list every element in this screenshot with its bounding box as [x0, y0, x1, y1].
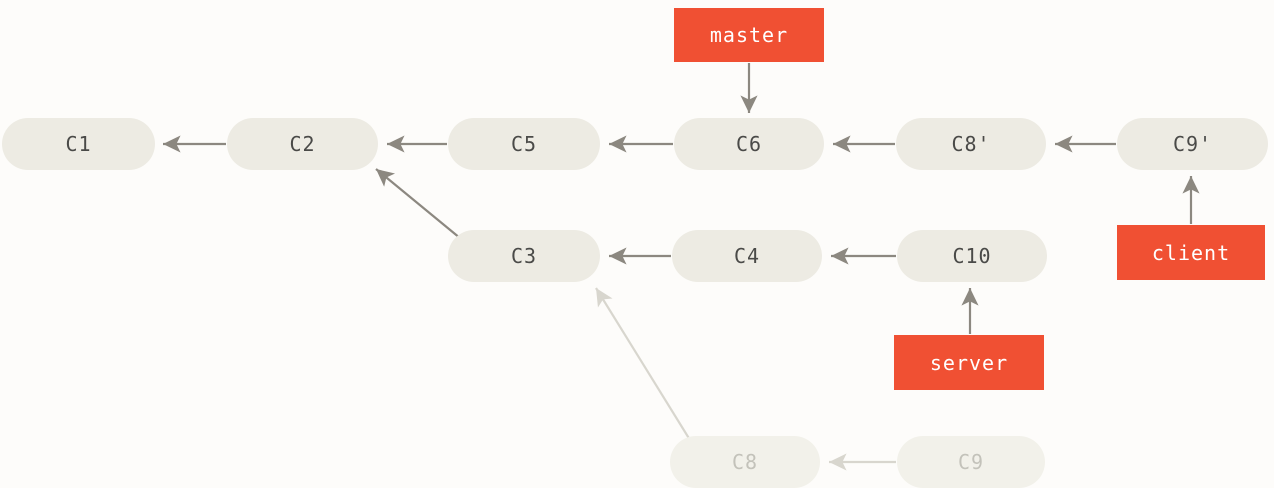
- commit-node-c5[interactable]: C5: [448, 118, 600, 170]
- branch-label-master[interactable]: master: [674, 8, 824, 62]
- commit-node-c2[interactable]: C2: [227, 118, 378, 170]
- commit-node-c9-prime[interactable]: C9': [1117, 118, 1268, 170]
- branch-label-client[interactable]: client: [1117, 225, 1265, 280]
- edge-c8-to-c3: [595, 287, 691, 441]
- commit-node-c10[interactable]: C10: [897, 230, 1047, 282]
- branch-label-server[interactable]: server: [894, 335, 1044, 390]
- commit-node-c4[interactable]: C4: [672, 230, 822, 282]
- commit-node-c3[interactable]: C3: [448, 230, 600, 282]
- commit-node-c1[interactable]: C1: [2, 118, 155, 170]
- commit-node-c9[interactable]: C9: [897, 436, 1045, 488]
- commit-node-c8[interactable]: C8: [670, 436, 820, 488]
- commit-node-c6[interactable]: C6: [674, 118, 824, 170]
- commit-node-c8-prime[interactable]: C8': [896, 118, 1046, 170]
- edge-c3-to-c2: [375, 168, 467, 244]
